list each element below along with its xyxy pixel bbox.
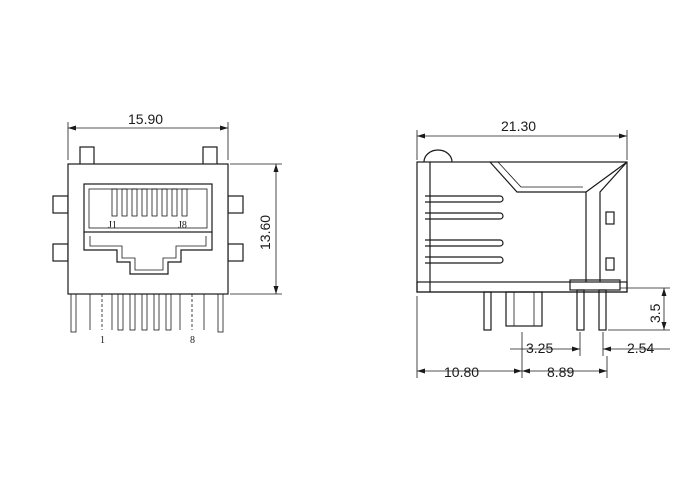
side-rear-panel-slope [599, 161, 628, 282]
front-key-profile-outer [83, 232, 213, 275]
side-front-pin [483, 291, 492, 331]
side-pin-offset-dimension: 3.25 2.54 [510, 332, 670, 356]
side-slot-3 [425, 239, 504, 247]
dim-pin-offset-text: 3.25 [526, 340, 553, 356]
front-body [67, 163, 229, 295]
side-length-dimension: 21.30 [416, 118, 628, 160]
front-width-dimension: 15.90 [67, 111, 229, 160]
dim-pin-spacing-text: 2.54 [627, 340, 654, 356]
side-shield-top-inner [497, 161, 583, 188]
front-height-dimension: 13.60 [230, 163, 282, 295]
side-slot-4 [425, 256, 504, 264]
front-view: J1 J8 1 8 15.90 [52, 111, 282, 346]
side-bottom-dimensions: 10.80 8.89 [416, 296, 608, 380]
side-shield-top [489, 161, 628, 193]
front-bottom-pins [70, 293, 224, 333]
front-side-tab-left-upper [52, 195, 69, 214]
side-body [416, 161, 628, 293]
side-rear-pin-a [576, 289, 585, 331]
front-top-tab-left [79, 146, 95, 166]
side-led-window-lower [605, 257, 615, 271]
front-port-inner [88, 188, 208, 229]
side-mounting-boss [505, 291, 543, 327]
front-key-profile-inner [89, 236, 207, 271]
pin-number-1: 1 [100, 335, 105, 346]
dim-width-text: 15.90 [128, 111, 163, 127]
pin-number-8: 8 [190, 335, 195, 346]
pin-label-j8: J8 [178, 220, 187, 231]
front-port-opening [83, 183, 213, 233]
front-side-tab-right-upper [227, 195, 244, 214]
dim-front-to-pin-text: 10.80 [444, 364, 479, 380]
side-rear-pin-b [598, 289, 607, 331]
side-rear-standoff [569, 279, 621, 291]
dim-pin-height-text: 3.5 [647, 303, 663, 323]
side-slot-2 [425, 212, 504, 220]
pin-label-j1: J1 [108, 220, 117, 231]
side-view: 21.30 3.5 3.25 2.54 [416, 118, 670, 380]
front-top-tab-right [202, 146, 218, 166]
side-led-window-upper [605, 211, 615, 225]
side-slot-1 [425, 195, 504, 203]
dim-pin-to-pin-text: 8.89 [547, 364, 574, 380]
front-side-tab-left-lower [52, 243, 69, 262]
front-contacts [111, 188, 188, 217]
side-pin-height-dimension: 3.5 [608, 287, 670, 331]
dim-length-text: 21.30 [501, 118, 536, 134]
side-led-dome [423, 149, 453, 163]
front-side-tab-right-lower [227, 243, 244, 262]
dim-height-text: 13.60 [257, 215, 273, 250]
